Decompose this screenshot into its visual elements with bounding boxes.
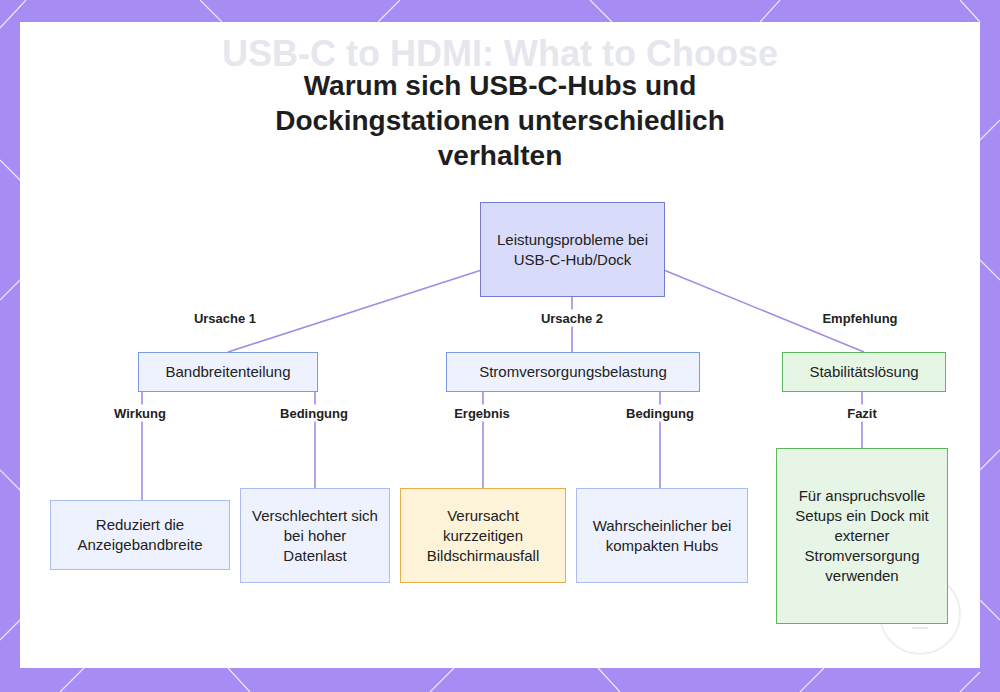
box-text: Bandbreitenteilung <box>165 362 290 382</box>
connector-line <box>228 270 480 352</box>
edge-label: Ursache 1 <box>190 310 260 327</box>
result-box: Verursacht kurzzeitigen Bildschirmausfal… <box>400 488 566 583</box>
box-text: Leistungsprobleme bei USB-C-Hub/Dock <box>493 230 652 270</box>
box-text: Für anspruchsvolle Setups ein Dock mit e… <box>791 486 933 586</box>
edge-label: Bedingung <box>622 405 698 422</box>
box-text: Wahrscheinlicher bei kompakten Hubs <box>587 516 737 556</box>
condition-box: Wahrscheinlicher bei kompakten Hubs <box>576 488 748 583</box>
diagram-title: Warum sich USB-C-Hubs und Dockingstation… <box>240 68 760 173</box>
edge-label: Empfehlung <box>818 310 901 327</box>
white-card <box>20 22 980 668</box>
box-text: Reduziert die Anzeigebandbreite <box>61 515 219 555</box>
box-text: Stromversorgungsbelastung <box>479 362 667 382</box>
edge-label: Wirkung <box>110 405 170 422</box>
box-text: Stabilitätslösung <box>809 362 918 382</box>
cause-box: Bandbreitenteilung <box>138 352 318 392</box>
edge-label: Bedingung <box>276 405 352 422</box>
effect-box: Reduziert die Anzeigebandbreite <box>50 500 230 570</box>
root-box: Leistungsprobleme bei USB-C-Hub/Dock <box>480 202 665 297</box>
edge-label: Ursache 2 <box>537 310 607 327</box>
watermark-text: USB-C to HDMI: What to Choose <box>60 34 940 74</box>
cause-box: Stromversorgungsbelastung <box>446 352 700 392</box>
box-text: Verschlechtert sich bei hoher Datenlast <box>251 506 379 566</box>
condition-box: Verschlechtert sich bei hoher Datenlast <box>240 488 390 583</box>
box-text: Verursacht kurzzeitigen Bildschirmausfal… <box>411 506 555 566</box>
edge-label: Fazit <box>843 405 881 422</box>
conclusion-box: Für anspruchsvolle Setups ein Dock mit e… <box>776 448 948 624</box>
recommendation-box: Stabilitätslösung <box>782 352 946 392</box>
edge-label: Ergebnis <box>450 405 514 422</box>
